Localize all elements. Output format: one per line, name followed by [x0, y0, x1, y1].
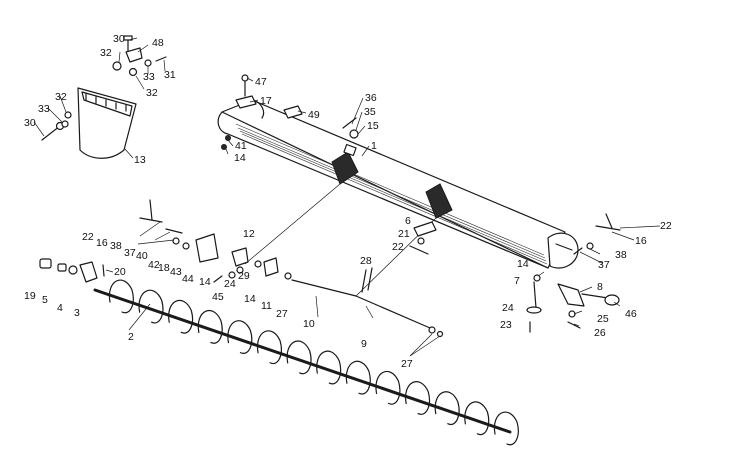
center-bracket [409, 221, 437, 255]
label-45: 45 [212, 291, 224, 303]
label-47: 47 [255, 76, 267, 88]
label-21: 21 [398, 228, 410, 240]
auger-flight [138, 289, 164, 324]
label-37: 37 [124, 247, 136, 259]
bearing-hardware [139, 199, 292, 283]
label-27: 27 [276, 308, 288, 320]
label-18: 18 [158, 262, 170, 274]
label-33: 33 [38, 103, 50, 115]
label-20: 20 [114, 266, 126, 278]
label-14: 14 [517, 258, 529, 270]
label-14: 14 [244, 293, 256, 305]
label-36: 36 [365, 92, 377, 104]
label-31: 31 [164, 69, 176, 81]
label-32: 32 [100, 47, 112, 59]
label-15: 15 [367, 120, 379, 132]
auger-flight [405, 381, 431, 415]
auger-flight [256, 330, 282, 365]
right-end-hardware [526, 213, 621, 333]
label-23: 23 [500, 319, 512, 331]
auger-flight [493, 411, 519, 446]
auger-flight [227, 320, 253, 354]
label-37: 37 [598, 259, 610, 271]
label-29: 29 [238, 270, 250, 282]
label-28: 28 [360, 255, 372, 267]
auger-flight [168, 299, 194, 334]
label-44: 44 [182, 273, 194, 285]
label-30: 30 [24, 117, 36, 129]
label-1: 1 [371, 140, 377, 152]
auger-flight [316, 350, 342, 385]
label-22: 22 [660, 220, 672, 232]
label-22: 22 [392, 241, 404, 253]
label-49: 49 [308, 109, 320, 121]
auger-flight [434, 391, 460, 426]
label-46: 46 [625, 308, 637, 320]
label-48: 48 [152, 37, 164, 49]
label-16: 16 [96, 237, 108, 249]
left-end-parts [39, 258, 105, 283]
label-19: 19 [24, 290, 36, 302]
label-22: 22 [82, 231, 94, 243]
label-33: 33 [143, 71, 155, 83]
label-40: 40 [136, 250, 148, 262]
label-10: 10 [303, 318, 315, 330]
label-14: 14 [199, 276, 211, 288]
auger-flight [108, 279, 134, 314]
label-32: 32 [146, 87, 158, 99]
label-7: 7 [514, 275, 520, 287]
label-26: 26 [594, 327, 606, 339]
label-6: 6 [405, 215, 411, 227]
control-rods [244, 183, 444, 338]
label-5: 5 [42, 294, 48, 306]
auger-screw [93, 279, 519, 446]
label-35: 35 [364, 106, 376, 118]
auger-tube [217, 99, 579, 269]
label-8: 8 [597, 281, 603, 293]
hopper [41, 87, 137, 159]
label-41: 41 [235, 140, 247, 152]
label-30: 30 [113, 33, 125, 45]
label-24: 24 [502, 302, 514, 314]
label-38: 38 [615, 249, 627, 261]
label-13: 13 [134, 154, 146, 166]
label-17: 17 [260, 95, 272, 107]
label-9: 9 [361, 338, 367, 350]
label-16: 16 [635, 235, 647, 247]
label-12: 12 [243, 228, 255, 240]
label-27: 27 [401, 358, 413, 370]
top-hardware [221, 74, 359, 150]
label-4: 4 [57, 302, 63, 314]
label-43: 43 [170, 266, 182, 278]
auger-flight [345, 360, 371, 395]
part-labels: 30 48 32 33 31 32 32 33 30 13 47 17 49 3… [24, 33, 672, 370]
auger-flight [375, 370, 401, 405]
label-42: 42 [148, 259, 160, 271]
label-14: 14 [234, 152, 246, 164]
auger-flight [197, 309, 223, 344]
label-11: 11 [261, 300, 272, 312]
label-25: 25 [597, 313, 609, 325]
upper-fasteners [112, 35, 167, 77]
label-38: 38 [110, 240, 122, 252]
label-3: 3 [74, 307, 80, 319]
label-24: 24 [224, 278, 236, 290]
auger-flight [464, 401, 490, 436]
auger-flight [286, 340, 312, 375]
leader-lines [33, 37, 661, 357]
label-32: 32 [55, 91, 67, 103]
label-2: 2 [128, 331, 134, 343]
